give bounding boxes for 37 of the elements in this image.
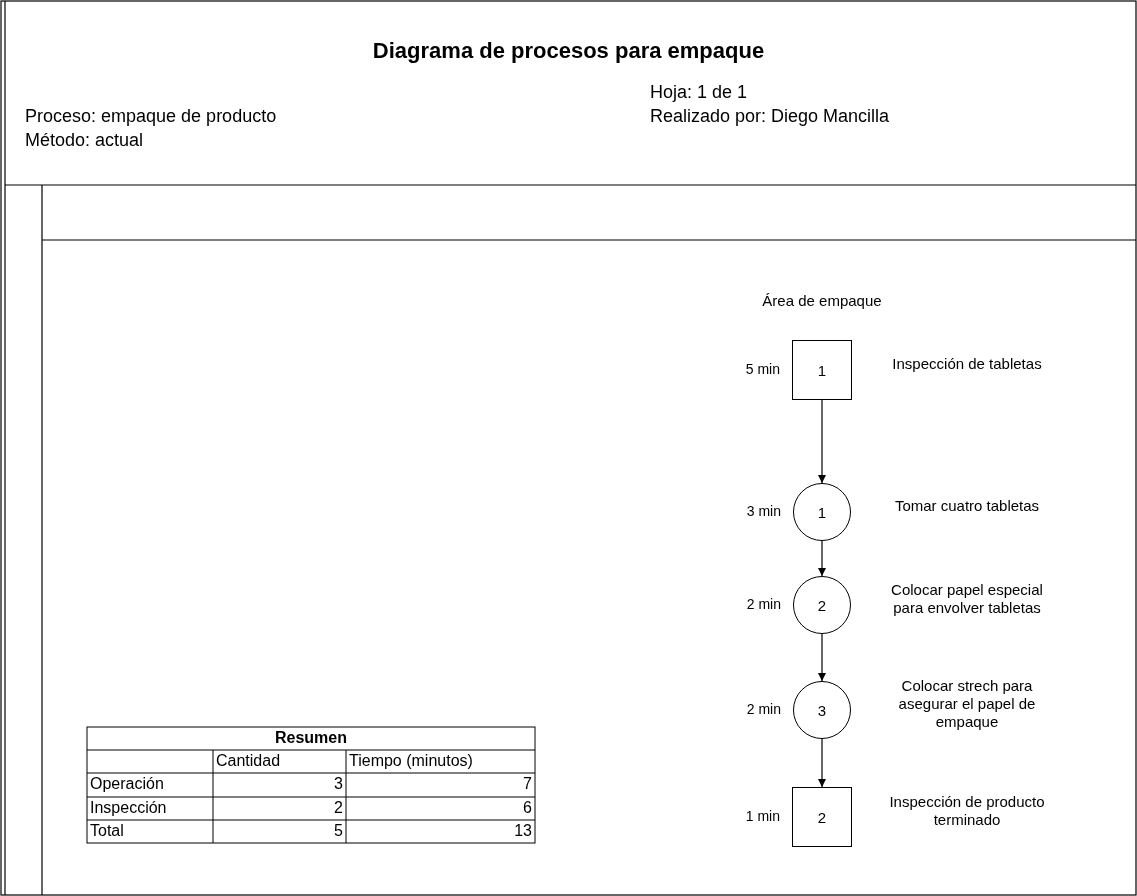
title: Diagrama de procesos para empaque [371,38,766,64]
operation-circle: 1 [793,483,851,541]
step-description: Inspección de tabletas [891,355,1043,373]
flow-arrow [818,540,826,577]
area-heading: Área de empaque [761,292,883,310]
table-cell-text: 3 [333,774,344,794]
table-cell-text: 5 [333,821,344,841]
table-cell-text: Operación [89,774,165,794]
header-field: Proceso: empaque de producto [25,106,277,127]
flow-arrow [818,399,826,484]
header-field: Método: actual [25,130,144,151]
flow-arrow [818,633,826,682]
duration-label: 2 min [745,701,781,717]
operation-circle: 2 [793,576,851,634]
inspection-square: 2 [792,787,852,847]
table-cell-text: 7 [522,774,533,794]
operation-circle: 3 [793,681,851,739]
duration-label: 5 min [744,361,780,377]
table-cell-text: Total [89,821,125,841]
table-cell-text: Tiempo (minutos) [348,751,474,771]
header-field: Hoja: 1 de 1 [650,82,748,103]
table-cell-text: 6 [522,798,533,818]
duration-label: 2 min [745,596,781,612]
flow-arrow [818,738,826,788]
table-cell-text: Cantidad [215,751,282,771]
table-heading: Resumen [274,728,348,748]
duration-label: 3 min [745,503,781,519]
step-description: Tomar cuatro tabletas [893,497,1041,515]
duration-label: 1 min [744,808,780,824]
step-description: Colocar strech para asegurar el papel de empaque [897,677,1037,731]
table-cell-text: 2 [333,798,344,818]
header-field: Realizado por: Diego Mancilla [650,106,890,127]
step-description: Colocar papel especial para envolver tabletas [890,581,1044,617]
table-cell-text: 13 [513,821,533,841]
table-cell-text: Inspección [89,798,168,818]
inspection-square: 1 [792,340,852,400]
step-description: Inspección de producto terminado [888,793,1046,829]
